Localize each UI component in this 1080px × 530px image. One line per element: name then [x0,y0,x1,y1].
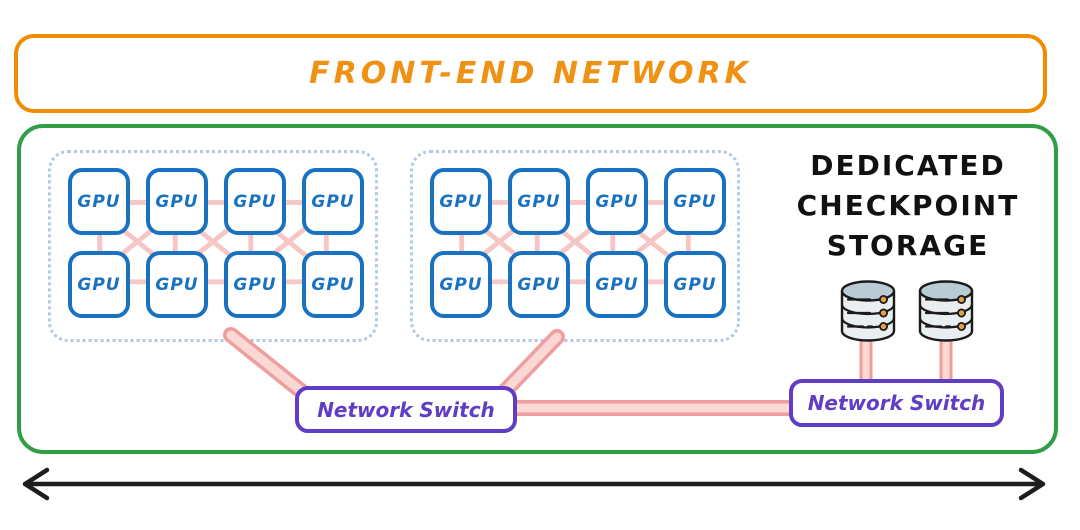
gpu-box: GPU [508,168,570,235]
gpu-cluster-2: GPU GPU GPU GPU GPU GPU GPU GPU [410,150,740,342]
connector-cluster2-switch1 [497,329,565,399]
gpu-cluster-1: GPU GPU GPU GPU GPU GPU GPU GPU [48,150,378,342]
gpu-box: GPU [146,251,208,318]
gpu-box: GPU [430,168,492,235]
gpu-box: GPU [664,251,726,318]
gpu-box: GPU [586,168,648,235]
checkpoint-storage-title: DEDICATED CHECKPOINT STORAGE [786,146,1030,266]
front-end-network-box: FRONT-END NETWORK [14,34,1047,113]
network-switch-2: Network Switch [789,379,1004,427]
gpu-box: GPU [146,168,208,235]
front-end-network-label: FRONT-END NETWORK [309,56,752,91]
checkpoint-storage-line: STORAGE [826,229,990,262]
network-switch-label: Network Switch [317,397,495,422]
gpu-box: GPU [68,168,130,235]
checkpoint-storage-line: DEDICATED [810,149,1006,182]
gpu-box: GPU [302,168,364,235]
network-switch-label: Network Switch [807,391,986,415]
checkpoint-storage-line: CHECKPOINT [796,189,1020,222]
backend-network-box [17,124,1058,454]
gpu-box: GPU [664,168,726,235]
gpu-box: GPU [224,168,286,235]
connector-cluster1-switch1 [223,327,314,403]
gpu-box: GPU [586,251,648,318]
database-icon [918,280,974,342]
network-switch-1: Network Switch [295,386,517,433]
gpu-box: GPU [430,251,492,318]
gpu-box: GPU [224,251,286,318]
database-icon [840,280,896,342]
gpu-box: GPU [302,251,364,318]
gpu-box: GPU [68,251,130,318]
gpu-box: GPU [508,251,570,318]
